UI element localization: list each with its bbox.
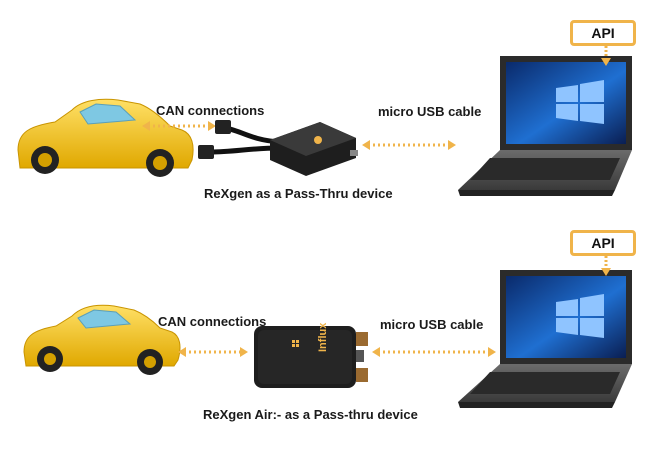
device-brand-label: Influx bbox=[317, 322, 329, 352]
can-connections-label-top: CAN connections bbox=[156, 103, 265, 118]
usb-connection-arrow-top bbox=[362, 140, 456, 150]
laptop-top-icon bbox=[458, 56, 632, 196]
rexgen-air-device-icon bbox=[254, 326, 368, 388]
car-top-icon bbox=[17, 98, 194, 177]
api-arrow-top bbox=[601, 46, 611, 66]
api-arrow-bottom bbox=[601, 256, 611, 276]
laptop-bottom-icon bbox=[458, 270, 632, 408]
can-connection-arrow-top bbox=[142, 121, 216, 131]
usb-cable-label-top: micro USB cable bbox=[378, 104, 482, 119]
device-caption-bottom: ReXgen Air:- as a Pass-thru device bbox=[203, 407, 418, 422]
api-box-bottom: API bbox=[570, 230, 636, 256]
car-bottom-icon bbox=[23, 304, 181, 375]
usb-connection-arrow-bottom bbox=[372, 347, 496, 357]
api-label-top: API bbox=[591, 25, 615, 41]
can-connection-arrow-bottom bbox=[178, 347, 248, 357]
api-label-bottom: API bbox=[591, 235, 615, 251]
api-box-top: API bbox=[570, 20, 636, 46]
usb-cable-label-bottom: micro USB cable bbox=[380, 317, 484, 332]
can-connections-label-bottom: CAN connections bbox=[158, 314, 267, 329]
device-caption-top: ReXgen as a Pass-Thru device bbox=[204, 186, 393, 201]
rexgen-device-icon bbox=[198, 120, 358, 176]
